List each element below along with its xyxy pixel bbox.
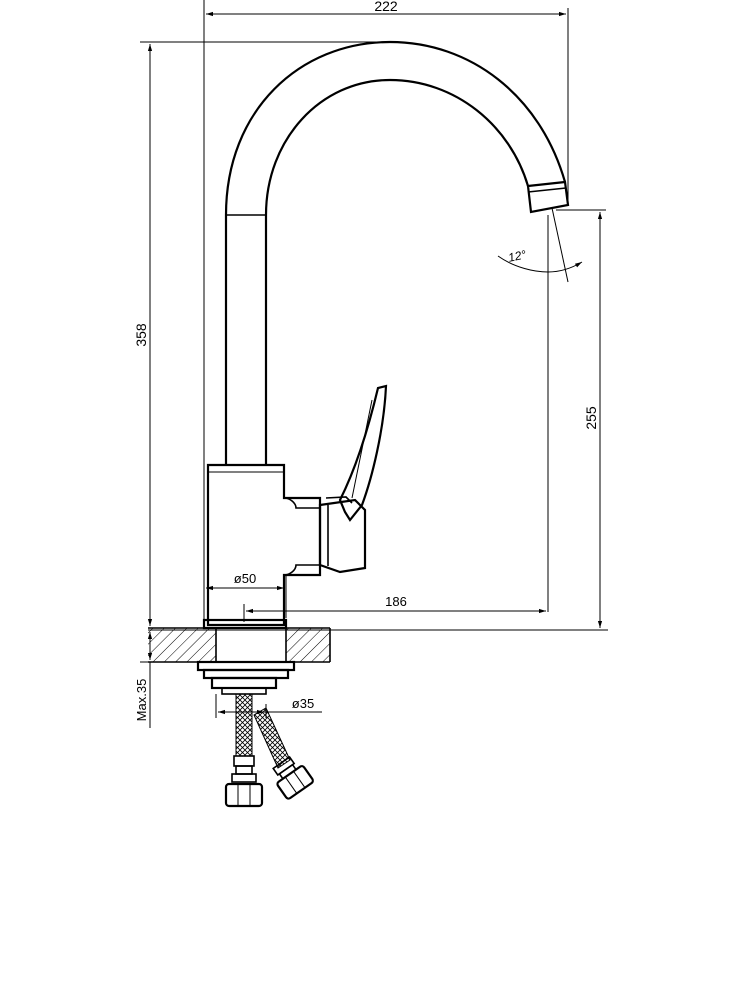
dimension-lines <box>140 0 608 728</box>
dim-reach-label: 186 <box>385 594 407 609</box>
dim-base-diameter-label: ø50 <box>234 571 256 586</box>
dim-width-label: 222 <box>374 0 398 14</box>
countertop-section <box>148 618 331 663</box>
dimension-labels: 222 358 255 12° ø50 186 Max.35 ø35 <box>133 0 599 721</box>
dim-hose-diameter-label: ø35 <box>292 696 314 711</box>
dim-angle-label: 12° <box>507 247 528 265</box>
dim-height-label: 358 <box>133 323 149 347</box>
dim-max-thickness-label: Max.35 <box>134 679 149 722</box>
faucet-outline <box>206 40 570 627</box>
mounting-hardware <box>196 660 314 808</box>
dim-spout-height-label: 255 <box>583 406 599 430</box>
